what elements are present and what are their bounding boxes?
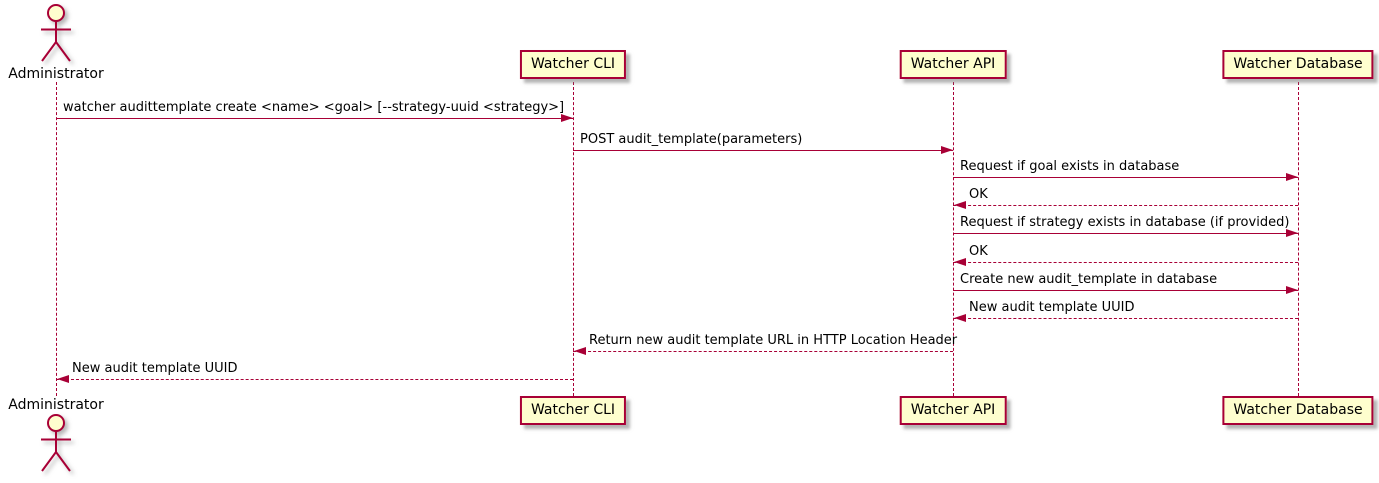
actor-figure-top-administrator [34, 3, 78, 69]
message-line [56, 379, 573, 380]
arrowhead-right-icon [941, 146, 953, 154]
lifeline-watcher-database [1298, 82, 1299, 396]
message-line [953, 262, 1298, 263]
arrowhead-right-icon [1286, 229, 1298, 237]
actor-label-top-administrator: Administrator [8, 66, 104, 82]
arrowhead-left-icon [954, 201, 966, 209]
arrowhead-left-icon [574, 347, 586, 355]
participant-box-bottom-watcher-cli: Watcher CLI [519, 396, 627, 425]
participant-box-bottom-watcher-database: Watcher Database [1222, 396, 1374, 425]
participant-box-top-watcher-api: Watcher API [899, 50, 1007, 79]
participant-box-top-watcher-cli: Watcher CLI [519, 50, 627, 79]
participant-box-top-watcher-database: Watcher Database [1222, 50, 1374, 79]
lifeline-administrator [56, 82, 57, 396]
message-label: POST audit_template(parameters) [580, 132, 803, 147]
message-label: Request if goal exists in database [960, 159, 1180, 174]
actor-person-icon [41, 414, 71, 472]
actor-figure-bottom-administrator [34, 413, 78, 479]
message-line [573, 351, 953, 352]
message-label: New audit template UUID [969, 300, 1135, 315]
message-line [953, 290, 1298, 291]
arrowhead-right-icon [1286, 173, 1298, 181]
message-line [953, 205, 1298, 206]
message-line [953, 177, 1298, 178]
message-label: Return new audit template URL in HTTP Lo… [589, 333, 958, 348]
message-line [953, 233, 1298, 234]
actor-label-bottom-administrator: Administrator [8, 397, 104, 413]
arrowhead-left-icon [954, 258, 966, 266]
message-line [953, 318, 1298, 319]
lifeline-watcher-api [953, 82, 954, 396]
message-label: OK [969, 244, 988, 259]
actor-person-icon [41, 4, 71, 62]
arrowhead-left-icon [954, 314, 966, 322]
arrowhead-right-icon [561, 114, 573, 122]
message-label: watcher audittemplate create <name> <goa… [63, 100, 565, 115]
message-label: New audit template UUID [72, 361, 238, 376]
arrowhead-right-icon [1286, 286, 1298, 294]
message-label: OK [969, 187, 988, 202]
message-label: Request if strategy exists in database (… [960, 215, 1290, 230]
message-line [56, 118, 573, 119]
message-line [573, 150, 953, 151]
participant-box-bottom-watcher-api: Watcher API [899, 396, 1007, 425]
lifeline-watcher-cli [573, 82, 574, 396]
arrowhead-left-icon [57, 375, 69, 383]
message-label: Create new audit_template in database [960, 272, 1218, 287]
